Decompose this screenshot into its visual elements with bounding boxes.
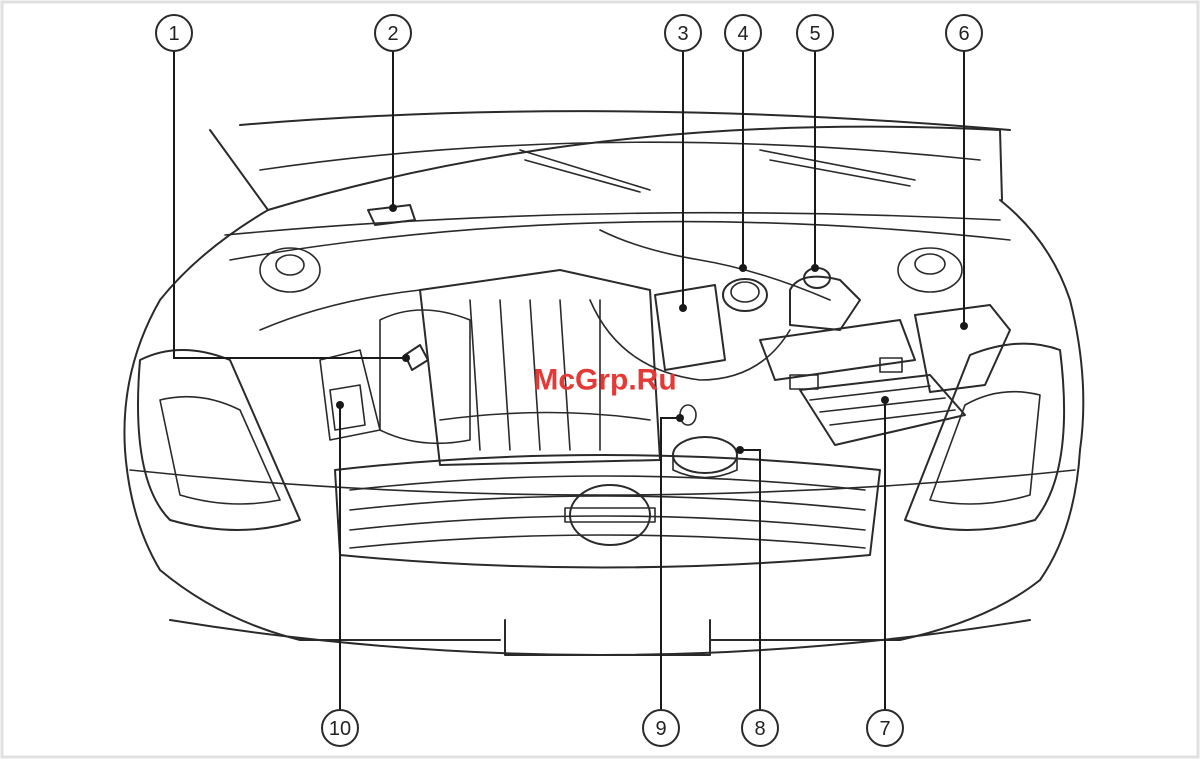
callout-9: 9: [642, 709, 680, 747]
callout-1-label: 1: [168, 23, 179, 45]
callout-5: 5: [796, 14, 834, 52]
callout-5-label: 5: [809, 23, 820, 45]
callout-4-label: 4: [737, 23, 748, 45]
callout-10-label: 10: [329, 718, 351, 740]
anchor-dots: [336, 204, 968, 454]
callout-2: 2: [374, 14, 412, 52]
callout-3-label: 3: [677, 23, 688, 45]
watermark-text: McGrp.Ru: [533, 364, 676, 397]
callout-3: 3: [664, 14, 702, 52]
callout-8: 8: [741, 709, 779, 747]
callout-2-label: 2: [387, 23, 398, 45]
leader-lines: [173, 50, 965, 712]
callout-4: 4: [724, 14, 762, 52]
callout-7: 7: [866, 709, 904, 747]
callout-10: 10: [321, 709, 359, 747]
car-outline: [123, 110, 1085, 656]
engine-components: [259, 204, 1011, 479]
callout-6-label: 6: [958, 23, 969, 45]
callout-8-label: 8: [754, 718, 765, 740]
callout-9-label: 9: [655, 718, 666, 740]
callout-7-label: 7: [879, 718, 890, 740]
callout-6: 6: [945, 14, 983, 52]
callout-1: 1: [155, 14, 193, 52]
